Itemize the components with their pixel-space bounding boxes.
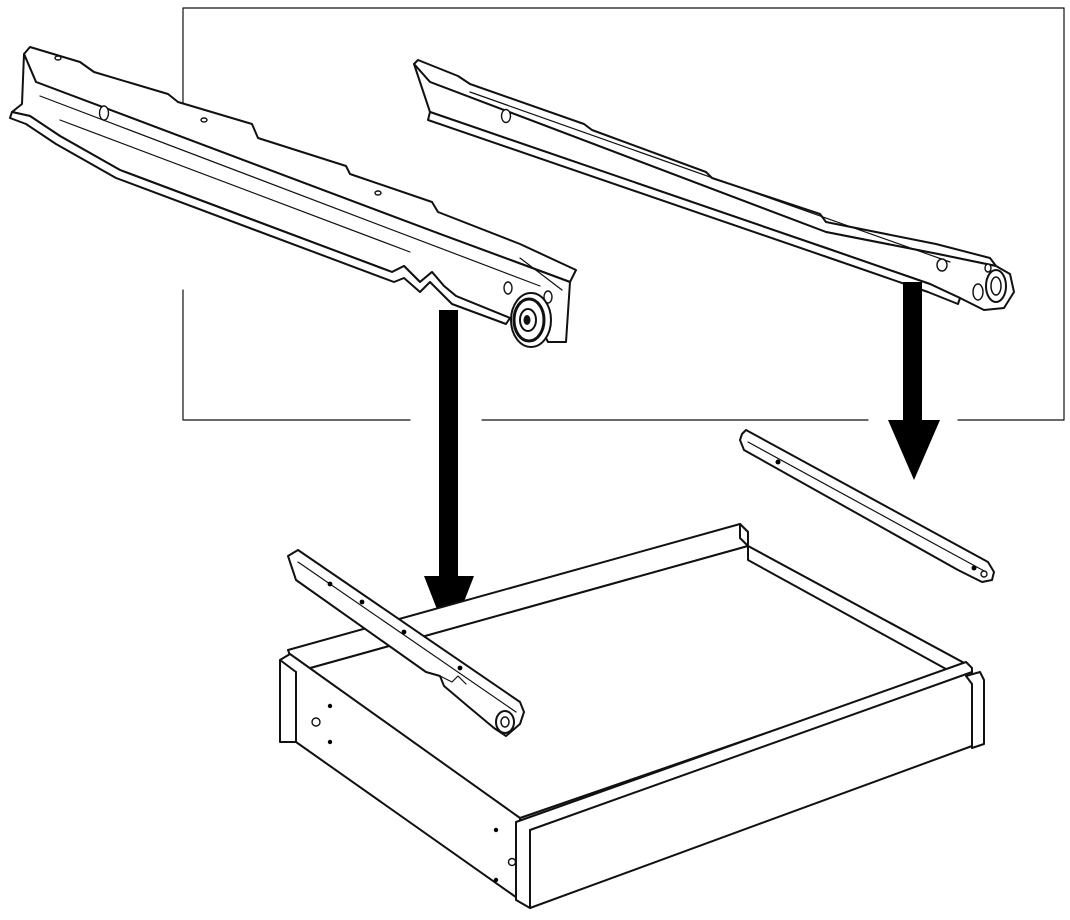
drawer-box	[279, 523, 985, 909]
drawer-slide-left	[9, 46, 577, 348]
slide-wheel-left	[510, 292, 552, 348]
detail-frame	[182, 7, 1065, 421]
down-arrow-left	[424, 310, 474, 640]
down-arrow-right	[888, 282, 940, 480]
drawer-runner-left	[287, 549, 525, 737]
drawer-slide-right	[413, 59, 1015, 311]
drawer-runner-right	[739, 429, 995, 583]
